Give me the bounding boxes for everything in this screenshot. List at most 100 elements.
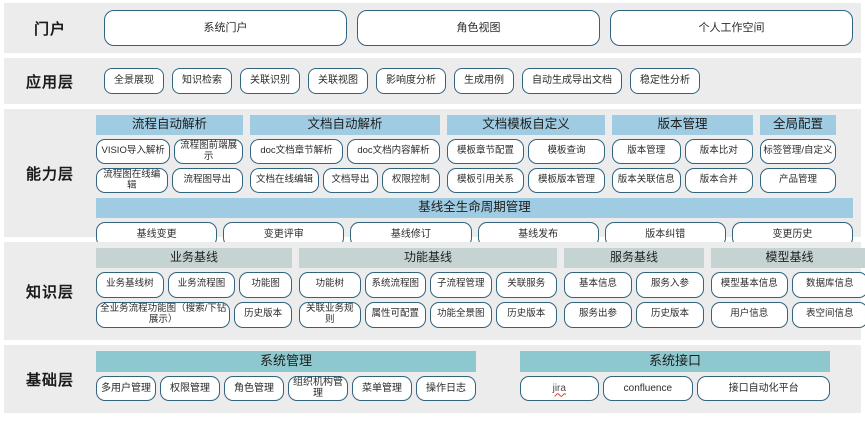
cap-template-reference-relation[interactable]: 模板引用关系 <box>447 168 524 194</box>
layer-band-application: 应用层 全景展现 知识检索 关联识别 关联视图 影响度分析 生成用例 自动生成导… <box>4 58 861 104</box>
cap-version-merge[interactable]: 版本合并 <box>684 168 753 194</box>
cap-tag-management-custom[interactable]: 标签管理/自定义 <box>760 139 836 165</box>
know-database-info[interactable]: 数据库信息 <box>791 271 865 298</box>
know-subprocess-management[interactable]: 子流程管理 <box>430 271 492 298</box>
group-title-baseline-lifecycle: 基线全生命周期管理 <box>96 198 853 219</box>
know-service-output-params[interactable]: 服务出参 <box>564 301 632 328</box>
layer-label-capability: 能力层 <box>25 165 74 183</box>
layer-label-knowledge: 知识层 <box>25 283 74 301</box>
app-item-auto-export-doc[interactable]: 自动生成导出文档 <box>522 68 622 94</box>
cap-template-version-management[interactable]: 模板版本管理 <box>528 168 605 194</box>
group-title-version-management: 版本管理 <box>612 115 753 136</box>
app-item-panorama[interactable]: 全景展现 <box>104 68 164 94</box>
app-item-relation-recognition[interactable]: 关联识别 <box>240 68 300 94</box>
know-function-history-version[interactable]: 历史版本 <box>495 301 557 328</box>
cap-template-chapter-config[interactable]: 模板章节配置 <box>447 139 524 165</box>
layer-band-knowledge: 知识层 业务基线 业务基线树 业务流程图 功能图 全业务流程功能图（搜索/下钻展… <box>4 242 865 340</box>
know-business-history-version[interactable]: 历史版本 <box>234 301 292 328</box>
portal-item-personal-workspace[interactable]: 个人工作空间 <box>610 10 853 46</box>
group-title-business-baseline: 业务基线 <box>96 248 292 268</box>
base-permission-management[interactable]: 权限管理 <box>160 375 220 401</box>
layer-label-application: 应用层 <box>25 73 74 91</box>
know-function-tree[interactable]: 功能树 <box>299 271 361 298</box>
app-item-relation-view[interactable]: 关联视图 <box>308 68 368 94</box>
cap-version-management[interactable]: 版本管理 <box>612 139 681 165</box>
know-service-history-version[interactable]: 历史版本 <box>636 301 704 328</box>
app-item-impact-analysis[interactable]: 影响度分析 <box>376 68 446 94</box>
cap-doc-export[interactable]: 文档导出 <box>323 168 378 194</box>
capability-group-flow-parse: 流程自动解析 VISIO导入解析 流程图前端展示 流程图在线编辑 流程图导出 <box>96 115 243 194</box>
know-related-business-rule[interactable]: 关联业务规则 <box>299 301 361 328</box>
portal-item-system-portal[interactable]: 系统门户 <box>104 10 347 46</box>
cap-doc-content-parse[interactable]: doc文档内容解析 <box>347 139 440 165</box>
base-role-management[interactable]: 角色管理 <box>224 375 284 401</box>
know-related-service[interactable]: 关联服务 <box>495 271 557 298</box>
know-service-input-params[interactable]: 服务入参 <box>636 271 704 298</box>
group-title-model-baseline: 模型基线 <box>711 248 865 268</box>
cap-flowchart-export[interactable]: 流程图导出 <box>171 168 243 194</box>
layer-label-base: 基础层 <box>25 371 74 389</box>
know-user-info[interactable]: 用户信息 <box>711 301 788 328</box>
group-title-function-baseline: 功能基线 <box>299 248 557 268</box>
group-title-global-config: 全局配置 <box>760 115 836 136</box>
cap-template-query[interactable]: 模板查询 <box>528 139 605 165</box>
group-title-flow-parse: 流程自动解析 <box>96 115 243 136</box>
knowledge-body: 业务基线 业务基线树 业务流程图 功能图 全业务流程功能图（搜索/下钻展示） 历… <box>96 242 865 340</box>
base-operation-log[interactable]: 操作日志 <box>416 375 476 401</box>
know-function-chart[interactable]: 功能图 <box>239 271 292 298</box>
know-system-flowchart[interactable]: 系统流程图 <box>364 271 426 298</box>
know-business-flowchart[interactable]: 业务流程图 <box>167 271 236 298</box>
group-title-service-baseline: 服务基线 <box>564 248 704 268</box>
knowledge-groups: 业务基线 业务基线树 业务流程图 功能图 全业务流程功能图（搜索/下钻展示） 历… <box>96 248 865 333</box>
cap-doc-online-edit[interactable]: 文档在线编辑 <box>250 168 320 194</box>
cap-permission-control[interactable]: 权限控制 <box>381 168 440 194</box>
base-multi-user-management[interactable]: 多用户管理 <box>96 375 156 401</box>
app-item-stability-analysis[interactable]: 稳定性分析 <box>630 68 700 94</box>
app-item-generate-usecase[interactable]: 生成用例 <box>454 68 514 94</box>
know-function-panorama[interactable]: 功能全景图 <box>430 301 492 328</box>
group-title-system-interface: 系统接口 <box>520 351 830 372</box>
base-body: 系统管理 多用户管理 权限管理 角色管理 组织机构管理 菜单管理 操作日志 系 <box>96 345 861 413</box>
base-confluence-integration[interactable]: confluence <box>602 375 694 401</box>
layer-band-portal: 门户 系统门户 角色视图 个人工作空间 <box>4 3 861 53</box>
base-api-automation-platform[interactable]: 接口自动化平台 <box>697 375 830 401</box>
group-title-doc-parse: 文档自动解析 <box>250 115 440 136</box>
know-tablespace-info[interactable]: 表空间信息 <box>791 301 865 328</box>
know-model-basic-info[interactable]: 模型基本信息 <box>711 271 788 298</box>
know-business-baseline-tree[interactable]: 业务基线树 <box>96 271 164 298</box>
group-title-doc-template: 文档模板自定义 <box>447 115 605 136</box>
capability-group-global-config: 全局配置 标签管理/自定义 产品管理 <box>760 115 836 194</box>
base-org-structure-management[interactable]: 组织机构管理 <box>288 375 348 401</box>
base-group-system-management: 系统管理 多用户管理 权限管理 角色管理 组织机构管理 菜单管理 操作日志 <box>96 351 476 401</box>
cap-flowchart-frontend-display[interactable]: 流程图前端展示 <box>174 139 243 165</box>
application-items: 全景展现 知识检索 关联识别 关联视图 影响度分析 生成用例 自动生成导出文档 … <box>96 58 861 104</box>
knowledge-group-function-baseline: 功能基线 功能树 系统流程图 子流程管理 关联服务 关联业务规则 属性可配置 功… <box>299 248 557 328</box>
cap-doc-chapter-parse[interactable]: doc文档章节解析 <box>250 139 343 165</box>
knowledge-group-service-baseline: 服务基线 基本信息 服务入参 服务出参 历史版本 <box>564 248 704 328</box>
jira-label: jira <box>552 382 566 394</box>
baseline-lifecycle-group: 基线全生命周期管理 基线变更 变更评审 基线修订 基线发布 版本纠错 变更历史 <box>96 198 854 248</box>
knowledge-group-model-baseline: 模型基线 模型基本信息 数据库信息 用户信息 表空间信息 <box>711 248 865 328</box>
cap-product-management[interactable]: 产品管理 <box>760 168 836 194</box>
base-groups: 系统管理 多用户管理 权限管理 角色管理 组织机构管理 菜单管理 操作日志 系 <box>96 351 830 406</box>
base-menu-management[interactable]: 菜单管理 <box>352 375 412 401</box>
layer-band-capability: 能力层 流程自动解析 VISIO导入解析 流程图前端展示 流程图在线编辑 流程图… <box>4 109 861 248</box>
app-item-knowledge-search[interactable]: 知识检索 <box>172 68 232 94</box>
capability-group-doc-parse: 文档自动解析 doc文档章节解析 doc文档内容解析 文档在线编辑 文档导出 权… <box>250 115 440 194</box>
cap-version-compare[interactable]: 版本比对 <box>684 139 753 165</box>
cap-version-relation-info[interactable]: 版本关联信息 <box>612 168 681 194</box>
knowledge-group-business-baseline: 业务基线 业务基线树 业务流程图 功能图 全业务流程功能图（搜索/下钻展示） 历… <box>96 248 292 328</box>
base-group-system-interface: 系统接口 jira confluence 接口自动化平台 <box>520 351 830 401</box>
know-service-basic-info[interactable]: 基本信息 <box>564 271 632 298</box>
cap-flowchart-online-edit[interactable]: 流程图在线编辑 <box>96 168 168 194</box>
cap-visio-import-parse[interactable]: VISIO导入解析 <box>96 139 171 165</box>
know-attribute-configurable[interactable]: 属性可配置 <box>364 301 426 328</box>
base-jira-integration[interactable]: jira <box>520 375 599 401</box>
capability-group-doc-template: 文档模板自定义 模板章节配置 模板查询 模板引用关系 模板版本管理 <box>447 115 605 194</box>
portal-items: 系统门户 角色视图 个人工作空间 <box>96 3 861 53</box>
know-full-business-flow-function-chart[interactable]: 全业务流程功能图（搜索/下钻展示） <box>96 301 231 328</box>
capability-group-version-management: 版本管理 版本管理 版本比对 版本关联信息 版本合并 <box>612 115 753 194</box>
portal-item-role-view[interactable]: 角色视图 <box>357 10 600 46</box>
capability-body: 流程自动解析 VISIO导入解析 流程图前端展示 流程图在线编辑 流程图导出 <box>96 109 861 248</box>
